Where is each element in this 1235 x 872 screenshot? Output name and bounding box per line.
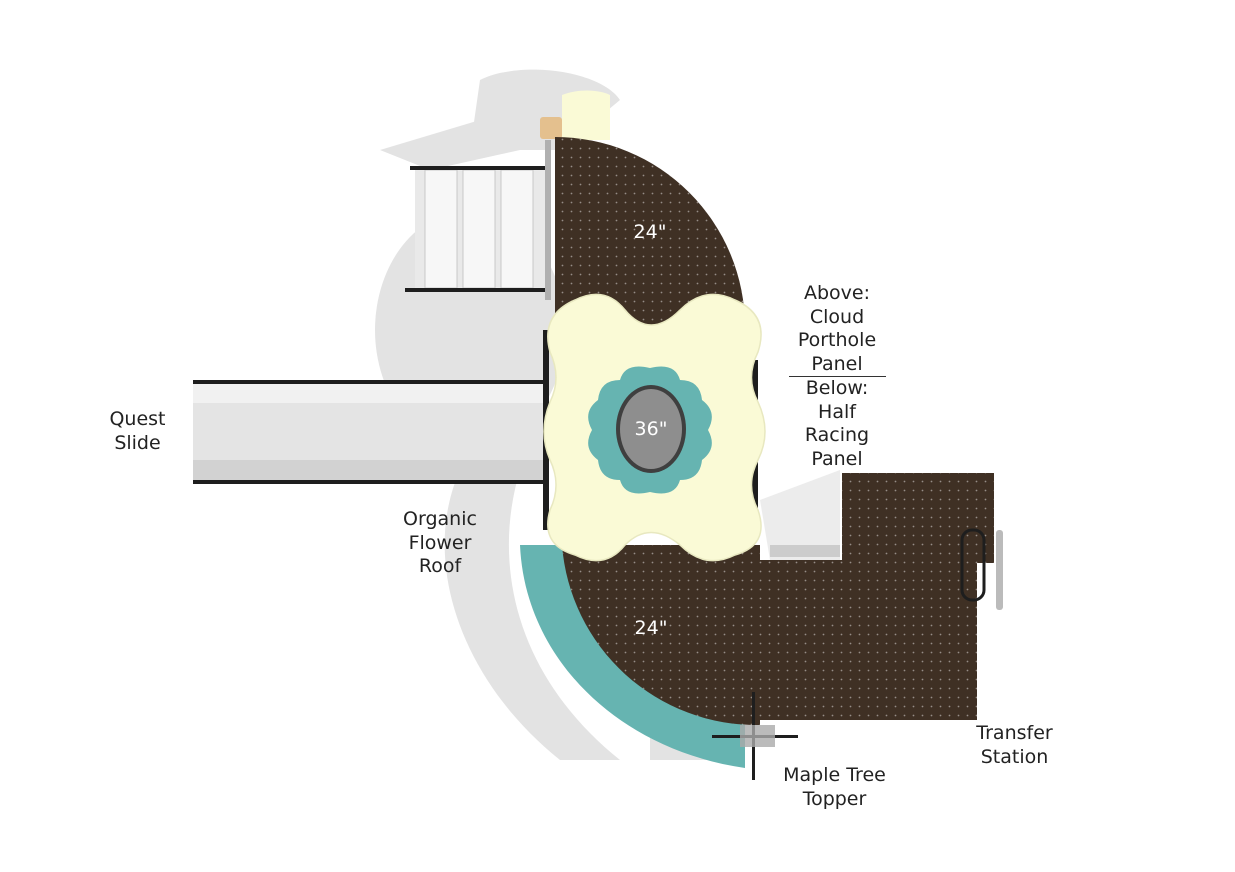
transfer-station (755, 473, 1003, 720)
bottom-deck (562, 545, 760, 726)
maple-tree-topper (712, 692, 798, 780)
quest-slide (193, 380, 548, 484)
top-deck (555, 137, 745, 327)
panel-below-label: Below: Half Racing Panel (804, 377, 870, 470)
roof-edge (562, 90, 610, 140)
climber-steps (405, 140, 551, 300)
panel-divider (789, 376, 886, 377)
top-deck-height: 24" (634, 221, 667, 243)
maple-topper-label: Maple Tree Topper (783, 764, 886, 810)
panel-above-label: Above: Cloud Porthole Panel (797, 282, 877, 375)
transfer-station-label: Transfer Station (976, 722, 1053, 768)
post-cap (540, 117, 562, 139)
flower-porthole (588, 366, 712, 494)
organic-roof-label: Organic Flower Roof (403, 508, 477, 577)
bottom-deck-height: 24" (635, 617, 668, 639)
center-roof-height: 36" (635, 418, 668, 440)
quest-slide-label: Quest Slide (109, 408, 166, 454)
